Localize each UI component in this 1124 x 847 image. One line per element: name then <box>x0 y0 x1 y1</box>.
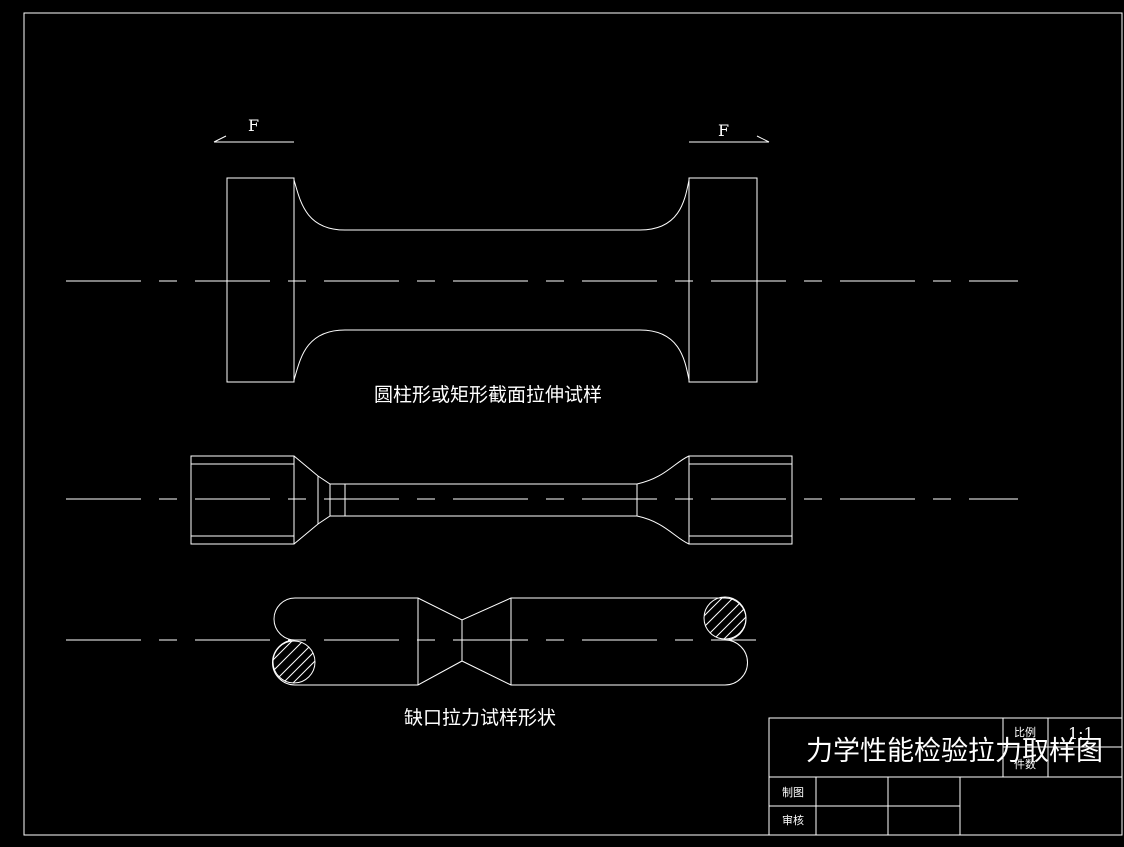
drawing-border <box>23 12 1123 836</box>
count-label: 件数 <box>1014 758 1036 771</box>
grip-left <box>226 177 295 383</box>
section-hatch-left <box>272 640 316 684</box>
threaded-end-left <box>190 455 295 545</box>
force-label-right: F <box>718 121 729 140</box>
force-label-left: F <box>248 116 259 135</box>
scale-value: 1:1 <box>1068 724 1094 743</box>
caption-specimen-3: 缺口拉力试样形状 <box>404 707 556 729</box>
force-arrow-right: F <box>689 121 770 143</box>
tensile-specimen-1: F F 圆柱形或矩形截面拉伸试样 <box>66 116 1018 406</box>
force-arrow-left: F <box>213 116 294 143</box>
gauge-section-outline <box>293 179 690 381</box>
drawn-by-label: 制图 <box>782 786 804 799</box>
caption-specimen-1: 圆柱形或矩形截面拉伸试样 <box>374 384 602 406</box>
notched-specimen: 缺口拉力试样形状 <box>66 596 756 729</box>
checked-by-label: 审核 <box>782 813 804 827</box>
title-block: 力学性能检验拉力取样图 比例 1:1 件数 制图 审核 <box>768 717 1123 836</box>
threaded-end-right <box>688 455 793 545</box>
section-hatch-right <box>703 596 747 640</box>
scale-label: 比例 <box>1014 725 1036 739</box>
notched-specimen-outline <box>272 597 748 686</box>
drawing-title: 力学性能检验拉力取样图 <box>806 736 1103 767</box>
grip-right <box>688 177 758 383</box>
tensile-specimen-2 <box>66 455 1018 545</box>
